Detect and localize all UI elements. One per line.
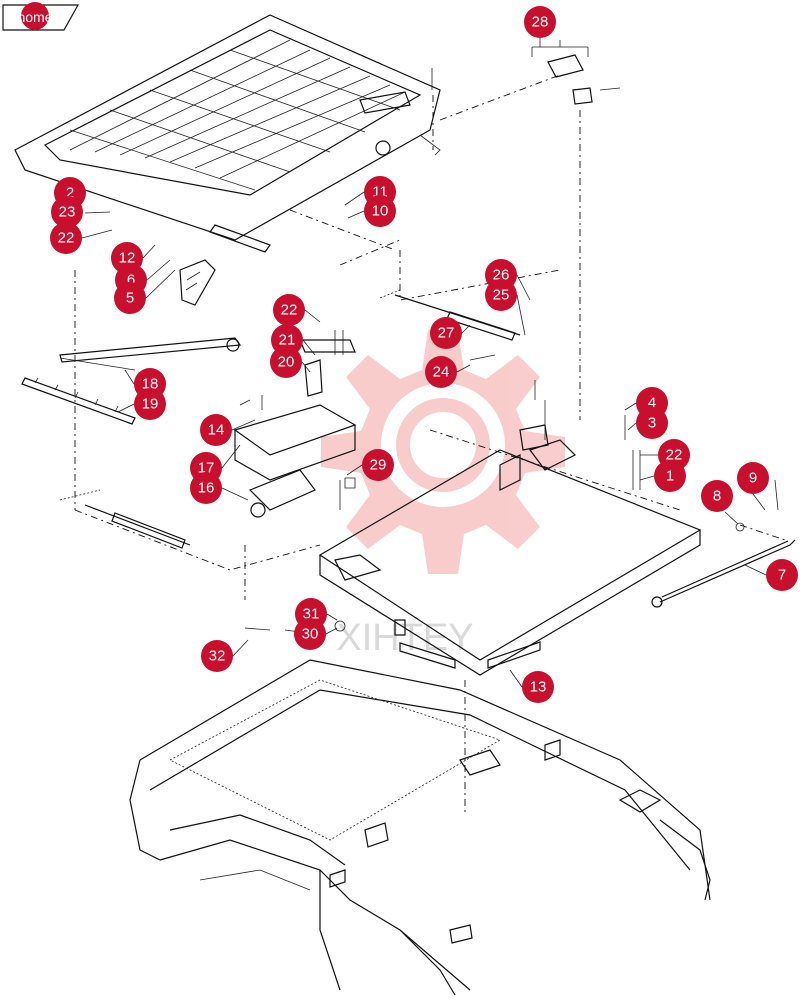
callout-6-label: 6 <box>127 272 135 289</box>
callout-24[interactable]: 24 <box>425 356 457 388</box>
callout-2-label: 2 <box>66 185 74 202</box>
gas-strut-lower <box>59 489 191 549</box>
callout-19-label: 19 <box>142 396 159 413</box>
leader-lines <box>81 38 767 688</box>
callout-28[interactable]: 28 <box>524 6 556 38</box>
callout-25-label: 25 <box>493 287 510 304</box>
callout-10-label: 10 <box>372 203 389 220</box>
callout-17-label: 17 <box>198 460 215 477</box>
callout-29[interactable]: 29 <box>362 449 394 481</box>
callout-13-label: 13 <box>530 679 547 696</box>
callout-5[interactable]: 5 <box>114 282 146 314</box>
callout-19[interactable]: 19 <box>134 388 166 420</box>
callout-28-label: 28 <box>532 14 549 31</box>
roof-hatch-panel <box>318 424 702 676</box>
callout-30-label: 30 <box>302 626 319 643</box>
callout-20[interactable]: 20 <box>270 346 302 378</box>
callout-22-a-label: 22 <box>58 230 75 247</box>
cab-body-outline <box>129 659 711 996</box>
wiper-arm-blade <box>21 337 242 425</box>
support-rod <box>651 539 796 608</box>
callout-7-label: 7 <box>778 567 786 584</box>
callout-10[interactable]: 10 <box>364 195 396 227</box>
mounting-bracket-28 <box>531 40 593 105</box>
callout-23-label: 23 <box>59 204 76 221</box>
callout-1-label: 1 <box>666 468 674 485</box>
roof-frame-grille <box>14 14 441 253</box>
callout-1[interactable]: 1 <box>654 460 686 492</box>
callout-22-c-label: 22 <box>666 447 683 464</box>
callout-32[interactable]: 32 <box>201 640 233 672</box>
callout-14-label: 14 <box>208 422 225 439</box>
hinge-bracket-assembly <box>233 339 357 518</box>
callout-26-label: 26 <box>493 267 510 284</box>
handle-grip <box>179 259 216 306</box>
home-button[interactable]: home <box>2 2 80 31</box>
callout-21-label: 21 <box>279 332 296 349</box>
callout-32-label: 32 <box>209 648 226 665</box>
callout-8-label: 8 <box>713 488 721 505</box>
callout-5-label: 5 <box>126 290 134 307</box>
callout-16-label: 16 <box>198 480 215 497</box>
callout-30[interactable]: 30 <box>294 618 326 650</box>
callout-9[interactable]: 9 <box>737 462 769 494</box>
watermark-gear-logo <box>321 330 565 574</box>
callout-16[interactable]: 16 <box>190 472 222 504</box>
callout-29-label: 29 <box>370 457 387 474</box>
callout-22-b-label: 22 <box>281 302 298 319</box>
callout-12-label: 12 <box>119 250 136 267</box>
callout-4-label: 4 <box>648 395 656 412</box>
callout-22-b[interactable]: 22 <box>273 294 305 326</box>
callout-3-label: 3 <box>648 415 656 432</box>
callout-14[interactable]: 14 <box>200 414 232 446</box>
callout-20-label: 20 <box>278 354 295 371</box>
callout-18-label: 18 <box>142 376 159 393</box>
fasteners <box>239 68 779 633</box>
callout-8[interactable]: 8 <box>701 480 733 512</box>
gas-strut-upper <box>379 289 521 341</box>
callout-31-label: 31 <box>303 606 320 623</box>
callout-23[interactable]: 23 <box>51 196 83 228</box>
callout-22-a[interactable]: 22 <box>50 222 82 254</box>
callout-25[interactable]: 25 <box>485 279 517 311</box>
callout-24-label: 24 <box>433 364 450 381</box>
callout-27-label: 27 <box>438 325 455 342</box>
callout-9-label: 9 <box>749 470 757 487</box>
callout-13[interactable]: 13 <box>522 671 554 703</box>
callout-3[interactable]: 3 <box>636 407 668 439</box>
callout-7[interactable]: 7 <box>766 559 798 591</box>
callout-27[interactable]: 27 <box>430 317 462 349</box>
home-button-label[interactable]: home <box>17 9 52 25</box>
